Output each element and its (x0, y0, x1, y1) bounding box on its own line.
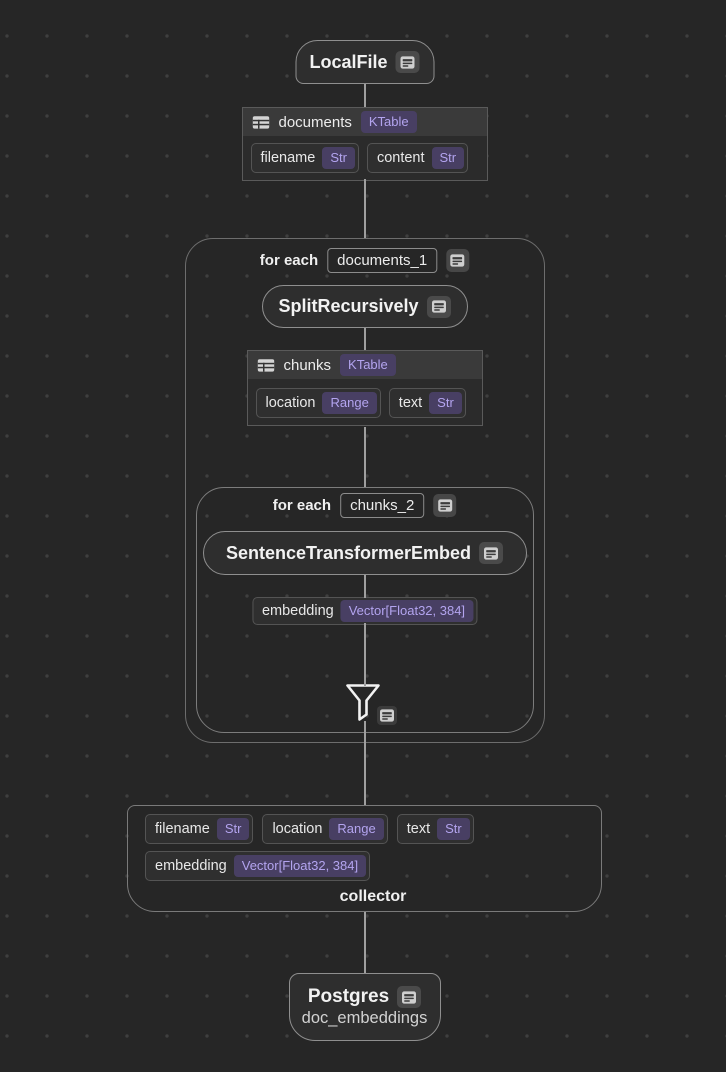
ktable-badge: KTable (360, 110, 417, 134)
field-type-badge: Str (431, 146, 465, 170)
collector-label: collector (339, 888, 407, 905)
foreach-keyword: for each (272, 497, 332, 514)
table-icon (257, 358, 275, 373)
postgres-node-subtitle: doc_embeddings (301, 1009, 428, 1027)
foreach-detail-button[interactable] (446, 249, 470, 272)
field-chip-embedding[interactable]: embedding Vector[Float32, 384] (145, 851, 371, 881)
connector-line (364, 179, 366, 238)
localfile-node[interactable]: LocalFile (295, 40, 434, 84)
node-detail-button[interactable] (426, 295, 451, 318)
field-type-badge: Str (437, 817, 470, 841)
collect-detail-button[interactable] (376, 706, 397, 725)
field-name: location (272, 821, 323, 837)
documents-table-header[interactable]: documents KTable (242, 108, 487, 136)
sentencetransformerembed-node[interactable]: SentenceTransformerEmbed (202, 531, 527, 575)
postgres-node-title: Postgres (307, 986, 390, 1007)
field-type-badge: Range (329, 817, 384, 841)
sentencetransformerembed-node-title: SentenceTransformerEmbed (225, 542, 472, 563)
collector-group[interactable]: filename Str location Range text Str emb… (127, 805, 602, 912)
field-name: filename (155, 821, 210, 837)
field-type-badge: Str (216, 817, 250, 841)
foreach-keyword: for each (259, 252, 319, 269)
connector-line (364, 328, 366, 350)
connector-line (364, 623, 366, 686)
foreach-scope-documents-1[interactable]: documents_1 (327, 248, 438, 273)
localfile-node-title: LocalFile (309, 51, 388, 72)
foreach-scope-chunks-2[interactable]: chunks_2 (340, 493, 425, 518)
foreach-chunks-row: for each chunks_2 (273, 493, 457, 518)
connector-line (364, 912, 366, 973)
field-chip-content[interactable]: content Str (366, 143, 469, 173)
field-chip-location[interactable]: location Range (262, 814, 388, 844)
chunks-table[interactable]: chunks KTable location Range text Str (246, 350, 483, 426)
document-icon (483, 546, 499, 561)
node-detail-button[interactable] (397, 986, 422, 1008)
field-chip-text[interactable]: text Str (388, 388, 466, 418)
document-icon (437, 498, 453, 513)
node-detail-button[interactable] (395, 51, 420, 73)
field-name: embedding (155, 858, 227, 874)
document-icon (400, 55, 416, 70)
splitrecursively-node-title: SplitRecursively (278, 296, 419, 316)
field-chip-filename[interactable]: filename Str (145, 814, 254, 844)
field-name: filename (260, 150, 316, 166)
field-type-badge: Str (429, 391, 462, 415)
table-name: documents (278, 113, 352, 131)
document-icon (431, 299, 447, 314)
connector-line (364, 575, 366, 598)
document-icon (450, 253, 466, 268)
field-type-badge: Range (322, 391, 377, 415)
field-chip-location[interactable]: location Range (255, 388, 381, 418)
collect-operator[interactable] (345, 683, 397, 725)
node-detail-button[interactable] (479, 542, 504, 564)
field-name: text (398, 395, 423, 411)
chunks-table-header[interactable]: chunks KTable (247, 351, 482, 379)
table-name: chunks (283, 356, 332, 374)
field-name: text (406, 821, 431, 837)
field-type-badge: Vector[Float32, 384] (340, 599, 474, 623)
field-name: embedding (261, 603, 334, 619)
field-name: location (265, 395, 316, 411)
funnel-icon (345, 684, 380, 721)
field-chip-filename[interactable]: filename Str (250, 143, 359, 173)
field-type-badge: Str (322, 146, 355, 170)
splitrecursively-node[interactable]: SplitRecursively (261, 285, 468, 328)
ktable-badge: KTable (340, 353, 396, 377)
document-icon (379, 708, 395, 723)
document-icon (401, 990, 417, 1005)
field-chip-embedding[interactable]: embedding Vector[Float32, 384] (251, 597, 478, 625)
field-type-badge: Vector[Float32, 384] (233, 854, 367, 878)
connector-line (364, 721, 366, 805)
foreach-detail-button[interactable] (433, 494, 457, 517)
field-name: content (376, 150, 425, 166)
connector-line (364, 427, 366, 487)
table-icon (252, 115, 270, 130)
postgres-node[interactable]: Postgres doc_embeddings (288, 973, 441, 1041)
field-chip-text[interactable]: text Str (396, 814, 474, 844)
foreach-documents-row: for each documents_1 (259, 248, 470, 273)
connector-line (364, 84, 366, 107)
documents-table[interactable]: documents KTable filename Str content St… (241, 107, 488, 181)
